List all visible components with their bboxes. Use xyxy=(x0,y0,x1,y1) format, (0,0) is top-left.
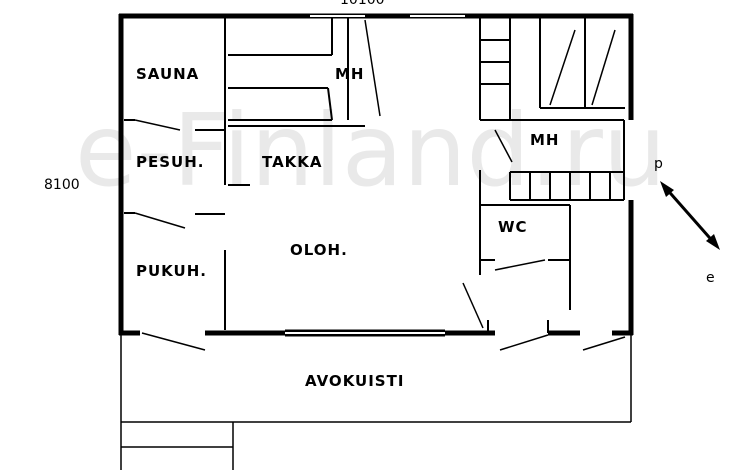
veranda xyxy=(120,335,632,423)
width-dimension-label: 10100 xyxy=(340,0,385,8)
door-sauna xyxy=(134,119,181,131)
interior-walls xyxy=(124,18,625,333)
watermark: e-Finland.ru xyxy=(75,92,666,209)
door-pukuh xyxy=(141,332,206,351)
room-label-mh-right: MH xyxy=(530,131,559,149)
door-mh-top xyxy=(364,19,381,117)
stair-line-2 xyxy=(591,29,616,106)
room-label-mh-top: MH xyxy=(335,65,364,83)
room-label-oloh: OLOH. xyxy=(290,241,348,259)
room-label-pukuh: PUKUH. xyxy=(136,262,207,280)
outer-walls xyxy=(118,13,634,337)
room-label-avokuisti: AVOKUISTI xyxy=(305,372,404,390)
room-label-wc: WC xyxy=(498,218,528,236)
compass-label-p: p xyxy=(654,156,663,172)
door-mh-right xyxy=(494,129,513,163)
room-label-pesuh: PESUH. xyxy=(136,153,204,171)
door-oloh xyxy=(462,282,484,329)
door-pesuh xyxy=(134,212,186,229)
stair-line-1 xyxy=(549,29,576,106)
door-right xyxy=(582,336,626,351)
room-label-takka: TAKKA xyxy=(262,153,323,171)
door-hall xyxy=(499,334,549,351)
compass-label-e: e xyxy=(706,270,715,286)
room-label-sauna: SAUNA xyxy=(136,65,199,83)
door-wc xyxy=(494,259,546,271)
height-dimension-label: 8100 xyxy=(44,177,80,193)
compass-arrow-icon xyxy=(660,181,720,250)
door-swings xyxy=(134,19,626,351)
entrance-steps xyxy=(120,422,234,470)
